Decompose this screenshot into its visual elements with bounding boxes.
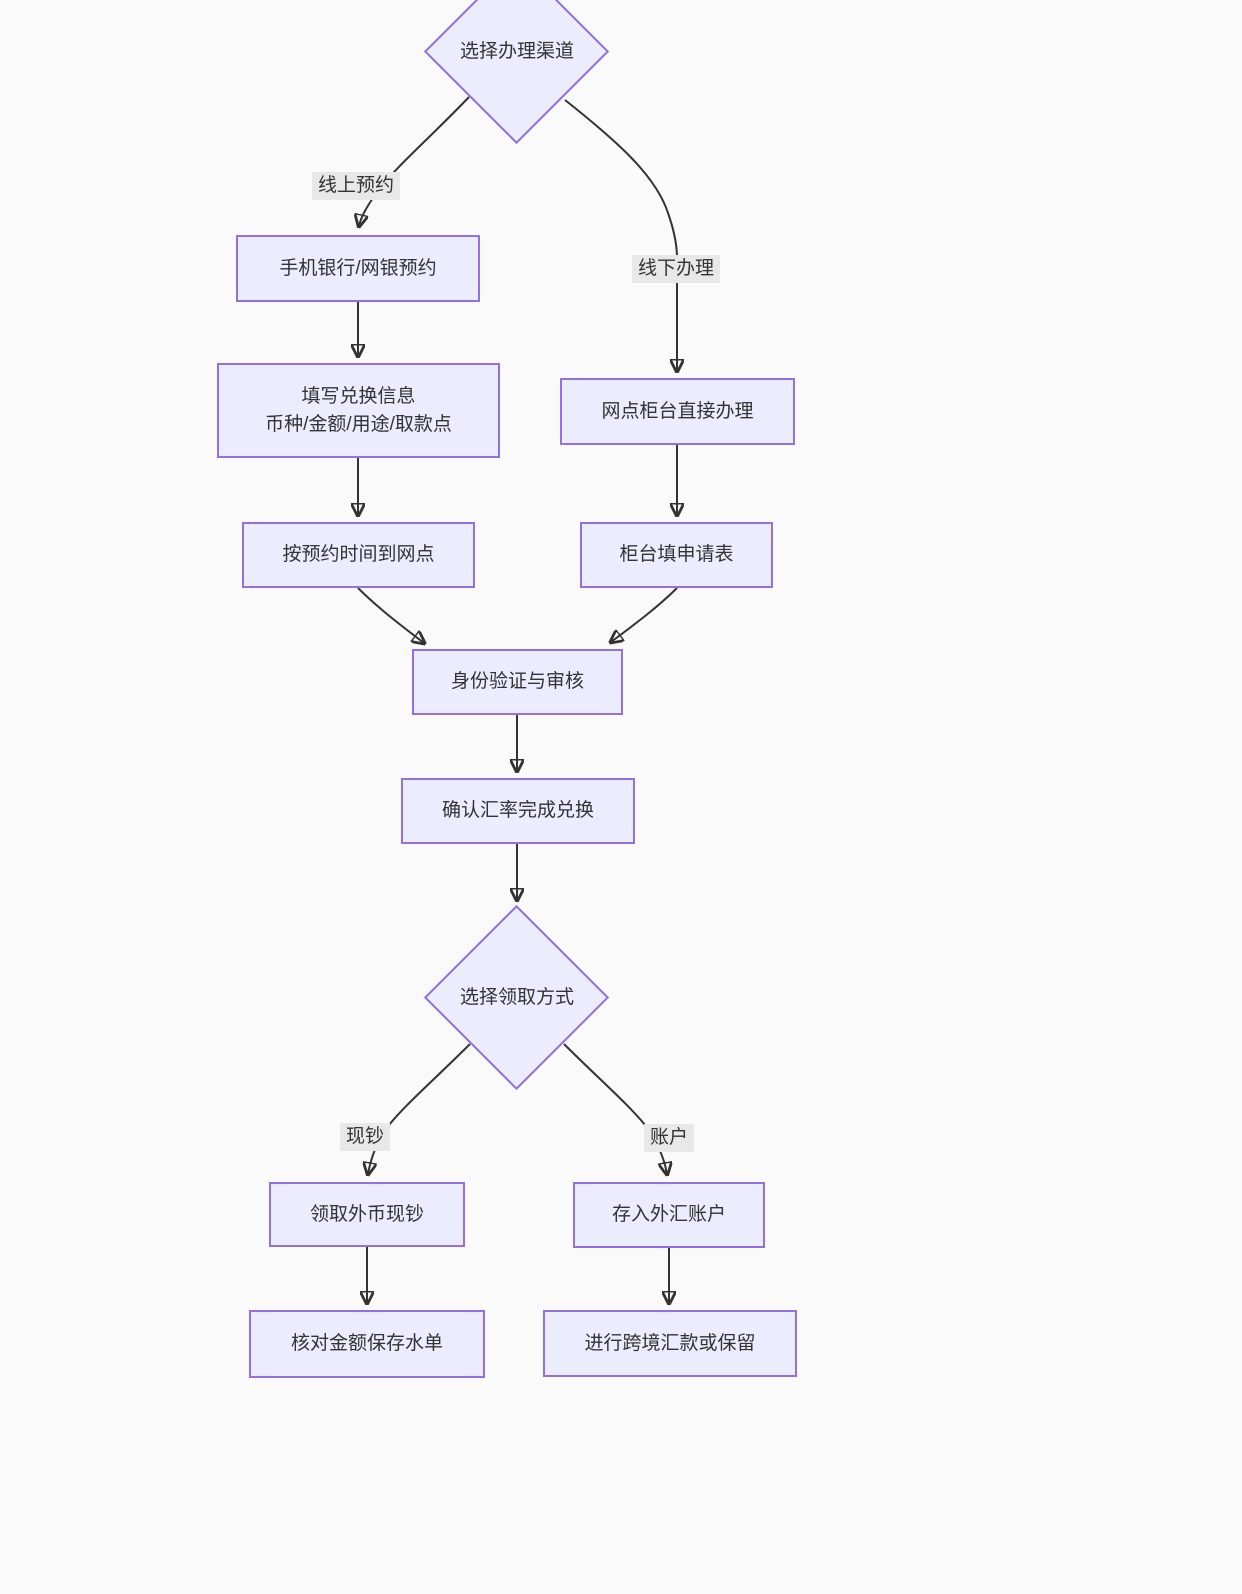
node-choose-channel-shape xyxy=(423,0,610,145)
node-mobile-banking: 手机银行/网银预约 xyxy=(236,235,480,302)
edge-pickup-to-account xyxy=(563,1043,667,1174)
node-identity-verification: 身份验证与审核 xyxy=(412,649,623,715)
node-arrive-branch: 按预约时间到网点 xyxy=(242,522,475,588)
node-counter-form: 柜台填申请表 xyxy=(580,522,773,588)
node-receive-cash-label: 领取外币现钞 xyxy=(309,1203,424,1225)
edge-label-account: 账户 xyxy=(643,1124,695,1152)
node-confirm-rate-label: 确认汇率完成兑换 xyxy=(441,800,594,821)
node-receive-cash: 领取外币现钞 xyxy=(269,1182,465,1247)
edge-label-online-booking: 线上预约 xyxy=(311,172,401,200)
node-counter-direct-label: 网点柜台直接办理 xyxy=(601,400,754,422)
node-counter-direct: 网点柜台直接办理 xyxy=(560,378,795,445)
node-verify-amount-label: 核对金额保存水单 xyxy=(290,1333,443,1354)
node-fill-exchange-info: 填写兑换信息 币种/金额/用途/取款点 xyxy=(217,363,500,458)
node-identity-verification-label: 身份验证与审核 xyxy=(450,671,584,692)
edge-label-offline: 线下办理 xyxy=(631,255,721,283)
node-choose-channel: 选择办理渠道 xyxy=(459,41,574,62)
edge-channel-to-mobile xyxy=(359,96,470,226)
node-cross-border: 进行跨境汇款或保留 xyxy=(543,1310,797,1377)
node-cross-border-label: 进行跨境汇款或保留 xyxy=(584,1332,756,1354)
node-choose-pickup: 选择领取方式 xyxy=(459,987,574,1008)
node-mobile-banking-label: 手机银行/网银预约 xyxy=(279,257,437,279)
node-deposit-account: 存入外汇账户 xyxy=(573,1182,765,1248)
node-counter-form-label: 柜台填申请表 xyxy=(619,544,734,565)
node-verify-amount: 核对金额保存水单 xyxy=(249,1310,485,1378)
node-deposit-account-label: 存入外汇账户 xyxy=(611,1204,726,1225)
edge-channel-to-counter xyxy=(564,99,677,371)
node-fill-exchange-info-line2: 币种/金额/用途/取款点 xyxy=(265,413,452,435)
node-confirm-rate: 确认汇率完成兑换 xyxy=(401,778,635,844)
edge-form-to-identity xyxy=(611,587,678,642)
edge-pickup-to-cash xyxy=(368,1043,471,1174)
node-arrive-branch-label: 按预约时间到网点 xyxy=(282,544,435,565)
node-fill-exchange-info-line1: 填写兑换信息 xyxy=(301,385,416,407)
edge-label-cash: 现钞 xyxy=(339,1123,391,1151)
edge-arrive-to-identity xyxy=(357,587,424,643)
